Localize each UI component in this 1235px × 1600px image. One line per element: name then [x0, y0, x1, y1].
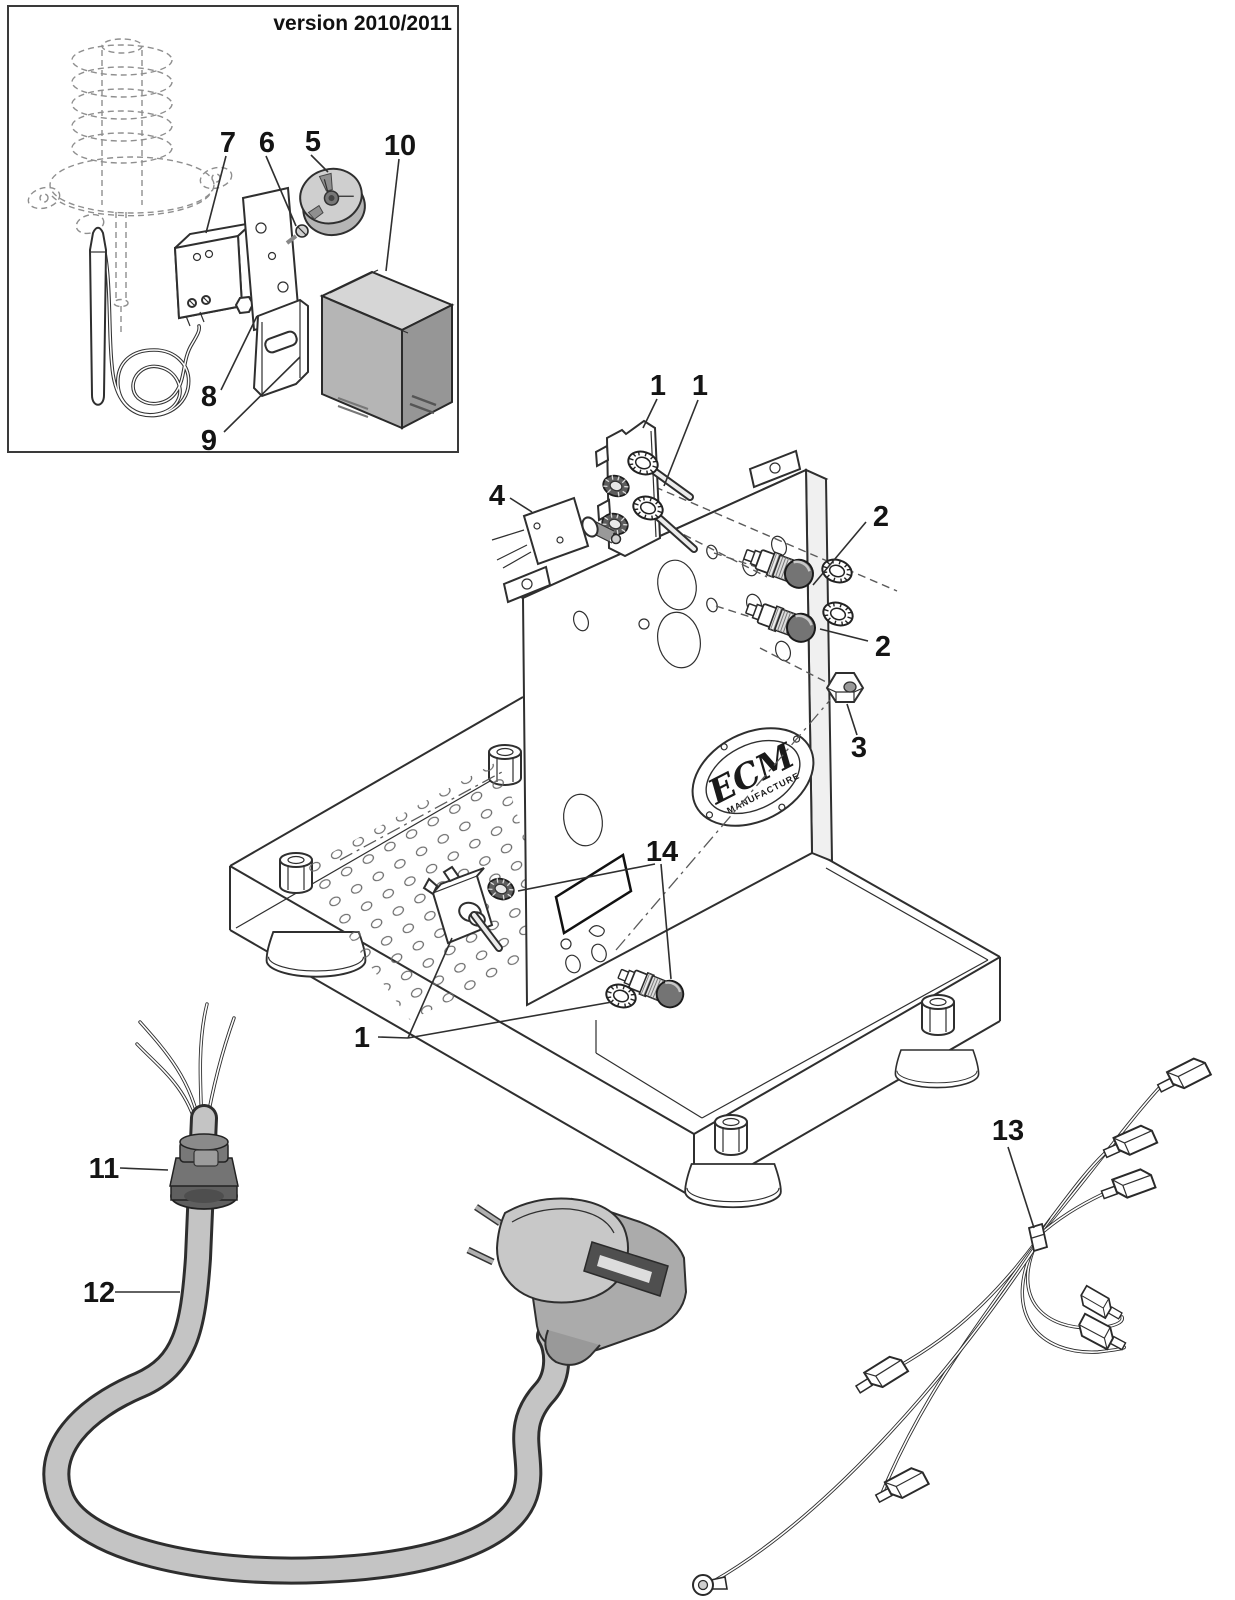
control-box	[319, 269, 455, 430]
power-cable-group	[56, 1002, 688, 1571]
callout-2a: 2	[873, 501, 889, 533]
ghost-boiler	[27, 38, 233, 332]
panel-cutout	[554, 853, 633, 935]
callout-2b: 2	[875, 631, 891, 663]
callout-1a: 1	[650, 370, 666, 402]
standoff-front	[714, 1114, 748, 1156]
strain-relief	[169, 1133, 239, 1210]
callout-10: 10	[384, 130, 416, 162]
ring-terminal	[692, 1574, 728, 1596]
adjustment-knob	[299, 167, 366, 237]
mounting-bracket	[252, 298, 309, 398]
foot-right	[894, 1049, 980, 1089]
wiring-harness	[692, 1053, 1212, 1596]
foot-front	[684, 1163, 782, 1209]
inset-border	[7, 5, 459, 453]
power-plug	[466, 1197, 688, 1366]
callout-1b: 1	[692, 370, 708, 402]
back-panel: ECM MANUFACTURE	[502, 449, 834, 1007]
hex-nut	[825, 672, 865, 703]
steam-icon	[588, 925, 605, 937]
cable-tie	[1027, 1217, 1051, 1253]
fixing-screw	[285, 224, 309, 245]
callout-3: 3	[851, 732, 867, 764]
inset-leader-lines	[205, 154, 400, 433]
version-label: version 2010/2011	[273, 12, 452, 35]
panel-tab-right	[748, 449, 802, 489]
callout-12: 12	[83, 1277, 115, 1309]
standoff-right	[921, 994, 955, 1036]
base-toggle-switch	[422, 865, 499, 948]
callout-5: 5	[305, 126, 321, 158]
callout-6: 6	[259, 127, 275, 159]
callout-4: 4	[489, 480, 505, 512]
callout-13: 13	[992, 1115, 1024, 1147]
callout-9: 9	[201, 425, 217, 457]
leader-lines	[115, 398, 1035, 1293]
hidden-axis-line	[339, 771, 503, 861]
toggle-switch-assembly	[594, 419, 694, 558]
ecm-logo: ECM MANUFACTURE	[691, 727, 815, 827]
micro-switch	[491, 496, 622, 569]
temperature-probe	[88, 226, 108, 406]
inset-panel: version 2010/2011	[7, 5, 459, 457]
callout-11: 11	[89, 1153, 120, 1185]
callout-8: 8	[201, 381, 217, 413]
callout-14: 14	[646, 836, 678, 868]
callout-1c: 1	[354, 1022, 370, 1054]
callout-7: 7	[220, 127, 236, 159]
